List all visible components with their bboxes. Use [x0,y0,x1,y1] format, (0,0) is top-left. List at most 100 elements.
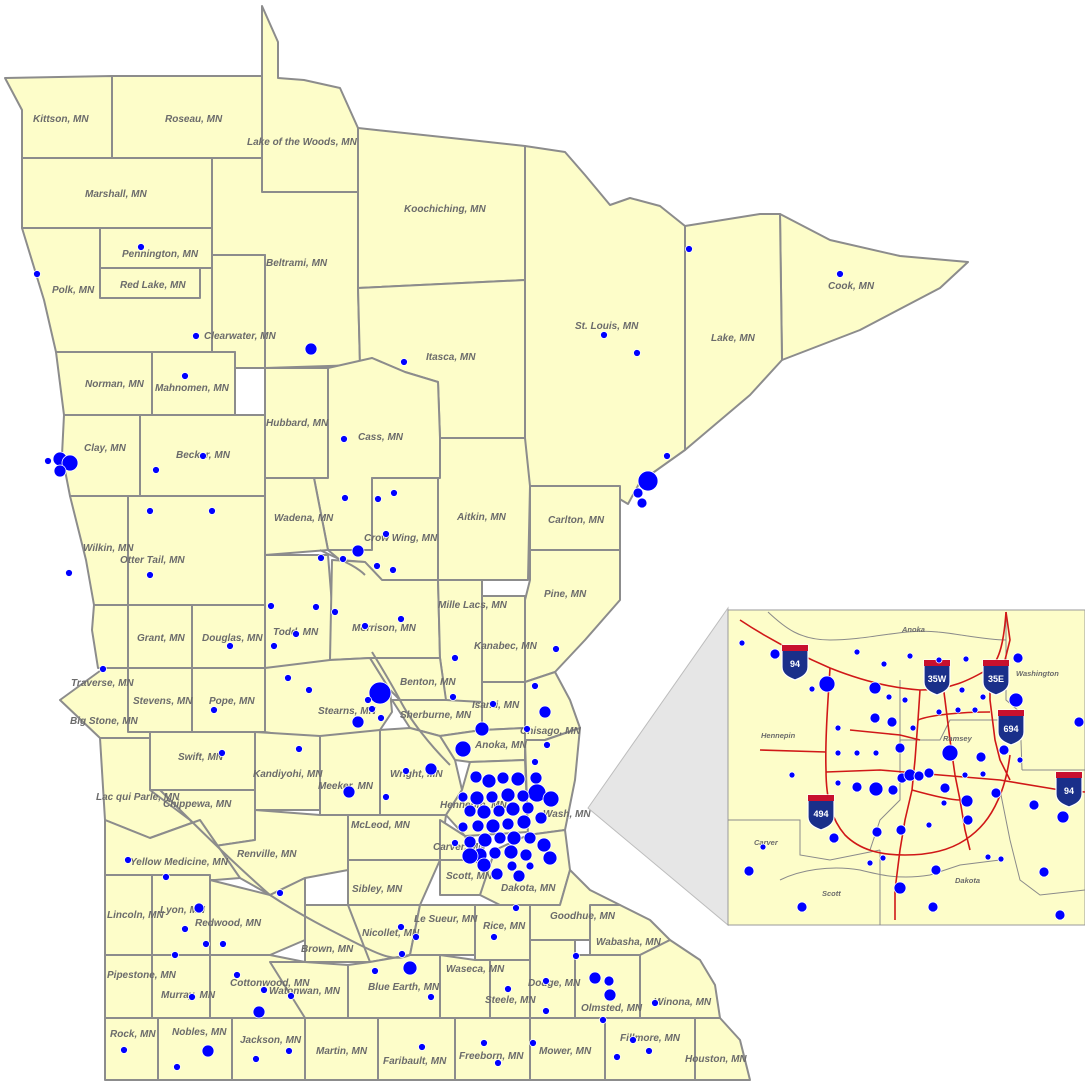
marker[interactable] [501,817,515,831]
county-rock[interactable] [104,1017,159,1081]
marker[interactable] [469,770,483,784]
marker[interactable] [418,1043,426,1051]
marker[interactable] [510,771,526,787]
marker[interactable] [364,696,372,704]
marker[interactable] [463,835,477,849]
county-le-sueur[interactable] [409,904,476,956]
marker[interactable] [368,705,376,713]
marker[interactable] [886,716,898,728]
marker[interactable] [1008,692,1024,708]
marker[interactable] [531,682,539,690]
marker[interactable] [851,781,863,793]
marker[interactable] [979,693,987,701]
marker[interactable] [1038,866,1050,878]
marker[interactable] [260,986,268,994]
marker[interactable] [531,758,539,766]
marker[interactable] [818,675,836,693]
marker[interactable] [331,608,339,616]
marker[interactable] [543,741,551,749]
marker[interactable] [427,993,435,1001]
marker[interactable] [588,971,602,985]
marker[interactable] [935,656,943,664]
marker[interactable] [494,1059,502,1067]
marker[interactable] [971,706,979,714]
marker[interactable] [305,686,313,694]
marker[interactable] [925,821,933,829]
marker[interactable] [935,708,943,716]
marker[interactable] [504,985,512,993]
marker[interactable] [500,787,516,803]
county-lake[interactable] [684,213,783,451]
marker[interactable] [382,793,390,801]
marker[interactable] [984,853,992,861]
marker[interactable] [975,751,987,763]
marker[interactable] [33,270,41,278]
marker[interactable] [552,645,560,653]
marker[interactable] [490,933,498,941]
marker[interactable] [685,245,693,253]
county-houston[interactable] [694,1017,751,1081]
marker[interactable] [476,857,492,873]
marker[interactable] [202,940,210,948]
marker[interactable] [939,782,951,794]
marker[interactable] [137,243,145,251]
marker[interactable] [270,642,278,650]
marker[interactable] [894,742,906,754]
marker[interactable] [451,839,459,847]
marker[interactable] [769,648,781,660]
marker[interactable] [368,681,392,705]
marker[interactable] [397,923,405,931]
marker[interactable] [171,951,179,959]
county-pine[interactable] [524,549,621,683]
county-aitkin[interactable] [437,437,531,581]
marker[interactable] [542,977,550,985]
marker[interactable] [534,811,548,825]
marker[interactable] [836,270,844,278]
marker[interactable] [173,1063,181,1071]
marker[interactable] [998,744,1010,756]
marker[interactable] [743,865,755,877]
marker[interactable] [340,435,348,443]
marker[interactable] [361,622,369,630]
marker[interactable] [828,832,840,844]
marker[interactable] [529,771,543,785]
county-pennington[interactable] [99,227,213,269]
marker[interactable] [219,940,227,948]
marker[interactable] [979,770,987,778]
marker[interactable] [940,799,948,807]
marker[interactable] [869,712,881,724]
county-meeker[interactable] [319,729,381,816]
county-sibley[interactable] [347,859,441,906]
county-jackson[interactable] [231,1017,306,1081]
marker[interactable] [542,1007,550,1015]
marker[interactable] [398,950,406,958]
marker[interactable] [312,603,320,611]
marker[interactable] [474,721,490,737]
marker[interactable] [489,700,497,708]
marker[interactable] [868,781,884,797]
marker[interactable] [600,331,608,339]
marker[interactable] [909,724,917,732]
marker[interactable] [44,457,52,465]
marker[interactable] [645,1047,653,1055]
marker[interactable] [124,856,132,864]
county-freeborn[interactable] [454,1017,531,1081]
marker[interactable] [193,902,205,914]
marker[interactable] [276,889,284,897]
marker[interactable] [834,779,842,787]
marker[interactable] [868,681,882,695]
marker[interactable] [834,749,842,757]
marker[interactable] [503,844,519,860]
marker[interactable] [872,749,880,757]
marker[interactable] [317,554,325,562]
marker[interactable] [954,706,962,714]
marker[interactable] [162,873,170,881]
marker[interactable] [663,452,671,460]
marker[interactable] [542,850,558,866]
marker[interactable] [374,495,382,503]
marker[interactable] [454,740,472,758]
marker[interactable] [759,843,767,851]
marker[interactable] [516,789,530,803]
marker[interactable] [485,818,501,834]
marker[interactable] [516,814,532,830]
